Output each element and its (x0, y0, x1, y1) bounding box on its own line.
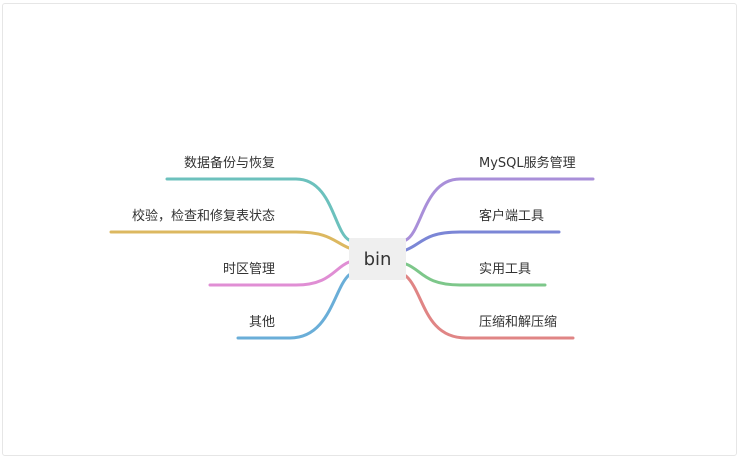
branch-connector (404, 230, 561, 252)
topic-label: 时区管理 (222, 262, 275, 277)
branch-connector (208, 260, 351, 287)
topic-timezone-management[interactable]: 时区管理 (223, 262, 275, 278)
topic-label: 实用工具 (479, 262, 532, 277)
topic-mysql-service-management[interactable]: MySQL服务管理 (479, 156, 576, 172)
branch-connector (404, 262, 547, 287)
topic-data-backup-restore[interactable]: 数据备份与恢复 (184, 156, 275, 172)
branch-connector (109, 230, 351, 250)
topic-label: 其他 (248, 315, 275, 330)
topic-client-tools[interactable]: 客户端工具 (479, 209, 544, 225)
branch-connector (404, 274, 575, 340)
topic-label: 压缩和解压缩 (479, 315, 558, 330)
topic-label: MySQL服务管理 (479, 156, 576, 171)
topic-other[interactable]: 其他 (249, 315, 275, 331)
central-topic-label: bin (363, 248, 392, 270)
branch-connector (404, 177, 595, 242)
topic-compress-decompress[interactable]: 压缩和解压缩 (479, 315, 557, 331)
topic-label: 数据备份与恢复 (183, 156, 275, 171)
branch-connector (236, 273, 351, 340)
branch-connector (165, 177, 351, 242)
topic-label: 客户端工具 (479, 209, 545, 224)
topic-label: 校验，检查和修复表状态 (131, 209, 275, 224)
mindmap-canvas (2, 3, 737, 456)
central-topic[interactable]: bin (349, 238, 406, 280)
topic-check-repair-tables[interactable]: 校验，检查和修复表状态 (132, 209, 275, 225)
topic-utility-tools[interactable]: 实用工具 (479, 262, 531, 278)
